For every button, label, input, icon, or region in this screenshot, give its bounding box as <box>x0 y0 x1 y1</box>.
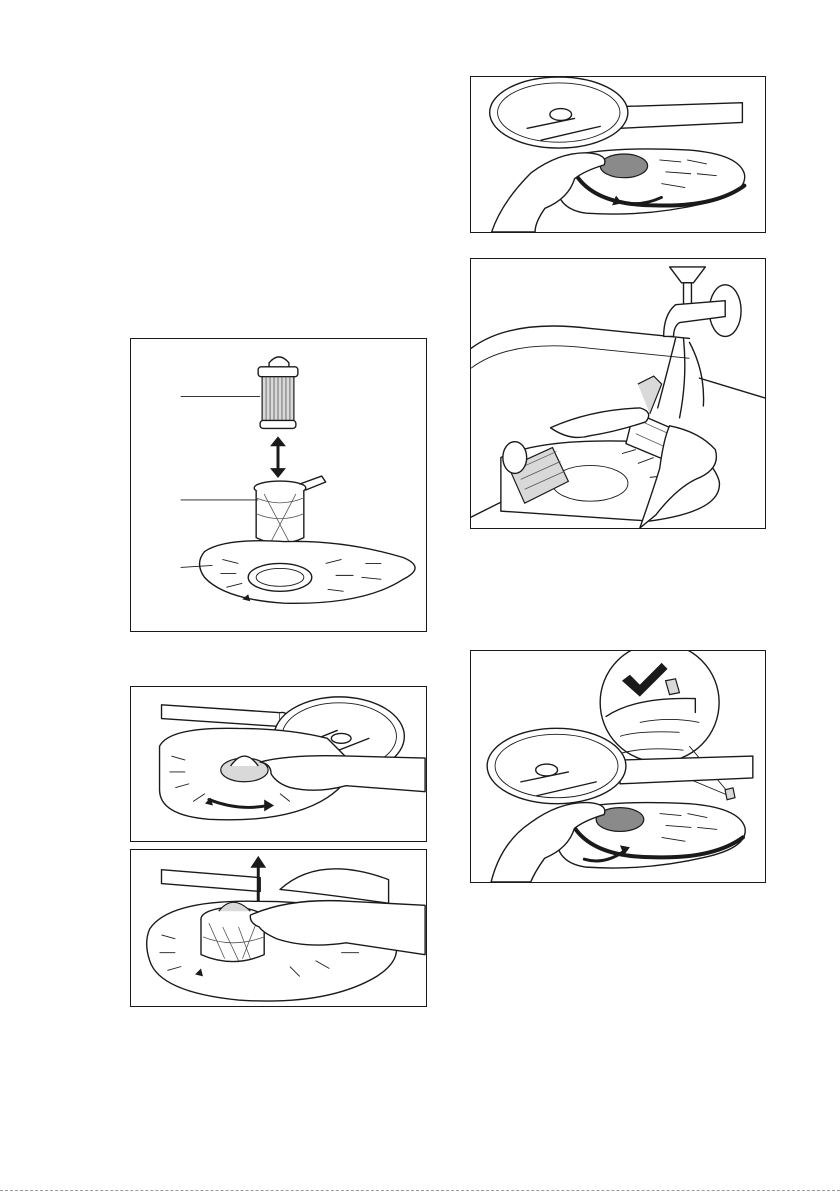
lifted-filter <box>201 902 264 961</box>
figure-filter-assembly-exploded <box>130 338 427 632</box>
page-bottom-rule <box>0 1190 840 1191</box>
figure-filter-rinse <box>470 258 766 529</box>
tap <box>664 267 741 336</box>
flat-filter-plate <box>200 541 416 604</box>
spray-arm <box>620 103 742 129</box>
spray-arm <box>162 705 290 727</box>
fine-filter-cartridge <box>258 357 298 429</box>
water-stream <box>658 338 704 417</box>
double-arrow-icon <box>270 436 286 478</box>
filter-rinse-illustration <box>471 259 765 528</box>
figure-spray-arm-refit <box>470 650 766 883</box>
spray-arm <box>162 870 261 892</box>
coarse-filter-basket <box>254 476 326 544</box>
figure-filter-lift <box>130 849 427 1007</box>
filter-turn-illustration <box>131 687 426 841</box>
filter-assembly-illustration <box>131 339 426 631</box>
spray-arm-disc <box>280 869 389 903</box>
spray-arm-refit-illustration <box>471 651 765 882</box>
spray-arm-disc <box>487 728 626 803</box>
figure-spray-arm-remove <box>470 76 766 233</box>
filter-lift-illustration <box>131 850 426 1006</box>
spray-arm <box>620 756 753 784</box>
figure-filter-turn <box>130 686 427 842</box>
spray-arm-remove-illustration <box>471 77 765 232</box>
hand <box>260 756 425 792</box>
spray-arm-disc <box>490 77 628 148</box>
